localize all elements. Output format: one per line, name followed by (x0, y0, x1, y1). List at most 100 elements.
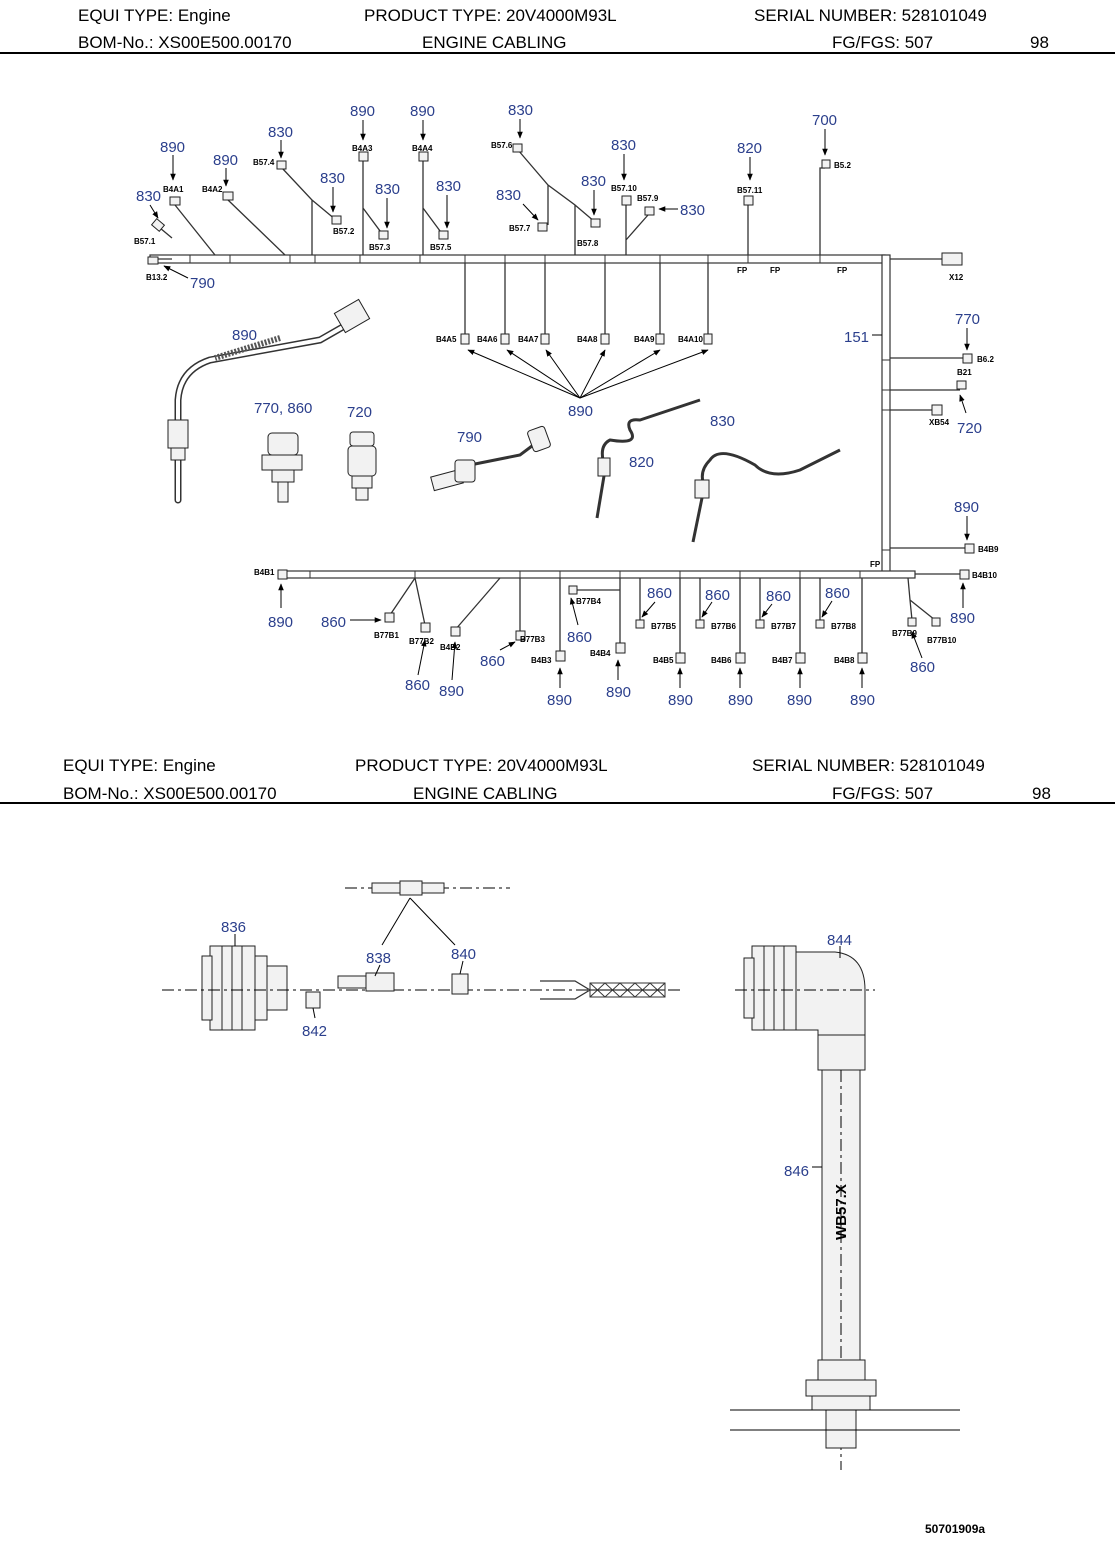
label: B4A1 (163, 185, 184, 194)
b4a-drops (460, 263, 713, 345)
harness-diagram: 890 830 890 830 890 890 830 830 830 830 … (134, 102, 999, 709)
label: B57.3 (369, 243, 391, 252)
connector-b57-2 (331, 215, 342, 225)
callout: 860 (567, 629, 592, 646)
label: FP (770, 266, 781, 275)
connector-b57-11 (743, 195, 754, 206)
header-rule (0, 52, 1115, 54)
connector-detail-diagram: 836 838 840 842 844 846 WB57.X (162, 880, 960, 1470)
callout: 830 (496, 187, 521, 204)
label: B57.8 (577, 239, 599, 248)
callout: 890 (728, 692, 753, 709)
callout: 860 (705, 587, 730, 604)
leader-lines (149, 119, 970, 688)
callout: 830 (581, 173, 606, 190)
page-title-2: ENGINE CABLING (413, 784, 558, 803)
label: B57.4 (253, 158, 275, 167)
connector-b4b1 (277, 569, 288, 580)
speed-sensor-790 (430, 425, 551, 492)
branch-b4a1 (174, 204, 216, 256)
callout: 890 (410, 103, 435, 120)
temp-sensor-830 (691, 448, 841, 543)
callout: 700 (812, 112, 837, 129)
callout: 890 (954, 499, 979, 516)
connector-b4b7 (795, 652, 806, 664)
serial-number: SERIAL NUMBER: 528101049 (754, 6, 987, 25)
connector-b57-10 (621, 195, 632, 206)
label: B57.7 (509, 224, 531, 233)
page-number: 98 (1030, 33, 1049, 52)
callout: 840 (451, 946, 476, 963)
callout: 890 (850, 692, 875, 709)
label: B77B5 (651, 622, 676, 631)
label: B4A6 (477, 335, 498, 344)
temp-sensor-820 (595, 398, 701, 519)
callout: 770 (955, 311, 980, 328)
label: B4B9 (978, 545, 999, 554)
label: B21 (957, 368, 972, 377)
callout: 890 (350, 103, 375, 120)
label: B77B8 (831, 622, 856, 631)
callout: 720 (347, 404, 372, 421)
connector-b4b4 (615, 642, 626, 654)
callout: 860 (910, 659, 935, 676)
drawing-number: 50701909a (925, 1522, 986, 1536)
label: B4A8 (577, 335, 598, 344)
connector-b57-7 (537, 222, 548, 232)
connector-b4b3 (555, 650, 566, 662)
connector-labels: B4A1 B4A2 B57.4 B4A3 B4A4 B57.6 B57.2 B5… (134, 141, 999, 665)
label: B4B6 (711, 656, 732, 665)
branch-b4a4 (422, 158, 444, 255)
connector-b77b8 (815, 619, 825, 629)
connector-b77b6 (695, 619, 705, 629)
connector-b4a3 (358, 151, 369, 162)
label: B57.1 (134, 237, 156, 246)
label: B4A7 (518, 335, 539, 344)
branch-b4a2 (227, 199, 286, 256)
label: B77B10 (927, 636, 957, 645)
connector-b4b9 (964, 543, 975, 554)
connector-b57-3 (378, 230, 389, 240)
callout: 830 (710, 413, 735, 430)
branch-b77b4 (575, 578, 621, 645)
callout: 830 (508, 102, 533, 119)
connector-b4b10 (959, 569, 970, 580)
bom-number: BOM-No.: XS00E500.00170 (78, 33, 292, 52)
callout: 830 (136, 188, 161, 205)
label: B57.2 (333, 227, 355, 236)
label: B4B4 (590, 649, 611, 658)
callout: 890 (439, 683, 464, 700)
connector-b4b2 (450, 626, 461, 637)
page-title: ENGINE CABLING (422, 33, 567, 52)
label: FP (737, 266, 748, 275)
contact-838 (337, 975, 367, 989)
seal-842 (305, 991, 321, 1009)
connector-b4a2 (222, 191, 234, 201)
bom-number-2: BOM-No.: XS00E500.00170 (63, 784, 277, 803)
connector-x12 (941, 252, 963, 266)
callout: 830 (320, 170, 345, 187)
callout: 890 (213, 152, 238, 169)
label: B4A3 (352, 144, 373, 153)
callout: 838 (366, 950, 391, 967)
pressure-switch-720 (347, 431, 377, 501)
connector-b4a1 (169, 196, 181, 206)
callout: 151 (844, 329, 869, 346)
label: B4B3 (531, 656, 552, 665)
label: B4B7 (772, 656, 793, 665)
top-trunk (149, 254, 886, 264)
label: B57.10 (611, 184, 637, 193)
callout: 820 (629, 454, 654, 471)
callout: 890 (950, 610, 975, 627)
connector-b57-4 (276, 160, 287, 170)
branch-b5-2 (819, 167, 825, 255)
connector-b5-2 (821, 159, 831, 169)
seal-top (421, 882, 445, 894)
connector-b6-2 (962, 353, 973, 364)
callout: 890 (232, 327, 257, 344)
connector-b4b8 (857, 652, 868, 664)
connector-b57-5 (438, 230, 449, 240)
callout: 890 (787, 692, 812, 709)
branch-b77b1 (389, 577, 426, 626)
